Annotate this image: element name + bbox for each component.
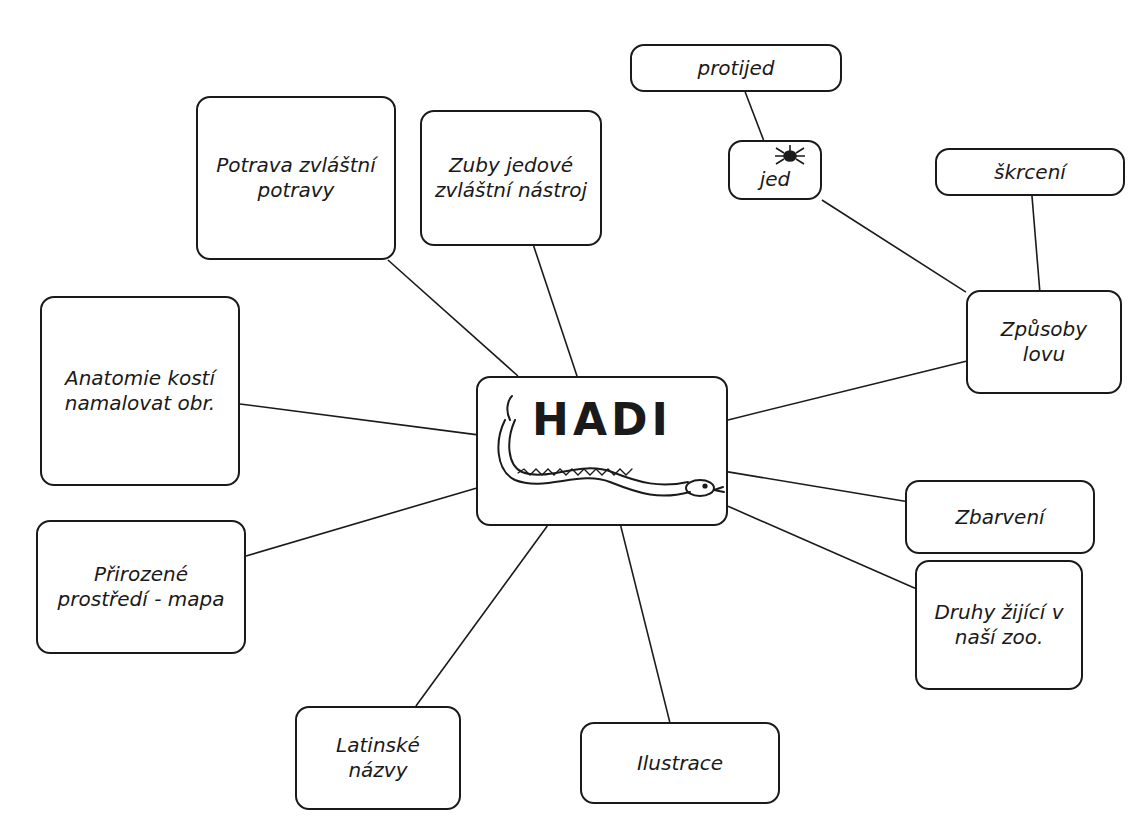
connector-line xyxy=(416,526,547,706)
connector-line xyxy=(1032,196,1040,290)
topic-text: škrcení xyxy=(994,160,1066,185)
connector-line xyxy=(621,526,670,722)
connector-line xyxy=(728,506,915,588)
spider-icon xyxy=(775,145,805,164)
topic-text: Způsoby lovu xyxy=(978,317,1110,367)
connector-line xyxy=(388,260,518,376)
topic-text: Ilustrace xyxy=(637,751,723,776)
connector-line xyxy=(822,200,966,292)
topic-box: Zbarvení xyxy=(905,480,1095,554)
connector-line xyxy=(745,92,763,140)
topic-box: Způsoby lovu xyxy=(966,290,1122,394)
topic-box: Anatomie kostí namalovat obr. xyxy=(40,296,240,486)
topic-text: Zuby jedové zvláštní nástroj xyxy=(432,153,590,203)
connector-line xyxy=(728,361,966,420)
topic-box: Latinské názvy xyxy=(295,706,461,810)
topic-text: Anatomie kostí namalovat obr. xyxy=(52,366,228,416)
topic-text: Druhy žijící v naší zoo. xyxy=(927,600,1071,650)
topic-text: Latinské názvy xyxy=(307,733,449,783)
topic-box: Druhy žijící v naší zoo. xyxy=(915,560,1083,690)
central-topic-box: HADI xyxy=(476,376,728,526)
topic-text: jed xyxy=(760,167,791,192)
connector-line xyxy=(246,488,476,556)
topic-text: Potrava zvláštní potravy xyxy=(208,153,384,203)
topic-box: Potrava zvláštní potravy xyxy=(196,96,396,260)
topic-text: protijed xyxy=(697,56,774,81)
connector-line xyxy=(534,246,577,376)
topic-box: Ilustrace xyxy=(580,722,780,804)
topic-text: HADI xyxy=(532,392,672,447)
topic-box: Zuby jedové zvláštní nástroj xyxy=(420,110,602,246)
topic-text: Zbarvení xyxy=(955,505,1044,530)
connector-line xyxy=(240,404,476,435)
topic-box: protijed xyxy=(630,44,842,92)
topic-text: Přirozené prostředí - mapa xyxy=(48,562,234,612)
topic-box: škrcení xyxy=(935,148,1125,196)
topic-box: jed xyxy=(728,140,822,200)
connector-line xyxy=(728,472,905,501)
topic-box: Přirozené prostředí - mapa xyxy=(36,520,246,654)
